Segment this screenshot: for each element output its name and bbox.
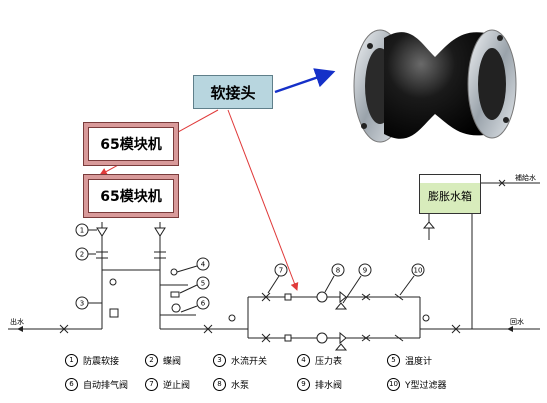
svg-text:6: 6 [201, 300, 206, 308]
marker-8: 8 [324, 263, 345, 293]
expansion-tank: 膨胀水箱 [419, 174, 481, 214]
makeup-label: 補給水 [515, 173, 536, 182]
svg-text:2: 2 [80, 251, 84, 259]
marker-10: 10 [399, 263, 425, 296]
svg-text:4: 4 [201, 261, 206, 269]
marker-5: 5 [179, 276, 210, 294]
svg-text:1: 1 [80, 227, 84, 235]
expansion-tank-label: 膨胀水箱 [428, 190, 472, 203]
flexible-joint-photo [353, 29, 517, 143]
return-label: 回水 [510, 317, 524, 326]
svg-text:8: 8 [336, 267, 340, 275]
callout-arrow-to-pump [227, 109, 299, 291]
marker-9: 9 [342, 263, 372, 304]
svg-text:3: 3 [80, 300, 84, 308]
marker-6: 6 [180, 296, 210, 313]
marker-1: 1 [75, 223, 97, 237]
callout-label: 软接头 [210, 83, 256, 102]
flexible-joint-callout: 软接头 [193, 75, 273, 109]
marker-4: 4 [176, 257, 210, 273]
component-markers: 1 2 3 4 5 [75, 223, 425, 313]
pipe-fittings [59, 179, 506, 351]
pipe-network [8, 182, 540, 339]
marker-3: 3 [75, 296, 102, 310]
svg-text:7: 7 [279, 267, 283, 275]
svg-text:10: 10 [414, 267, 423, 275]
svg-text:9: 9 [363, 267, 367, 275]
marker-2: 2 [75, 247, 96, 261]
chiller-module-top: 65模块机 [83, 122, 179, 166]
callout-arrow-to-photo [274, 68, 336, 94]
chiller-module-bottom: 65模块机 [83, 174, 179, 218]
module-label: 65模块机 [100, 137, 162, 153]
marker-7: 7 [267, 263, 288, 294]
svg-text:5: 5 [201, 280, 205, 288]
outlet-label: 出水 [10, 317, 24, 326]
module-label: 65模块机 [100, 189, 162, 205]
